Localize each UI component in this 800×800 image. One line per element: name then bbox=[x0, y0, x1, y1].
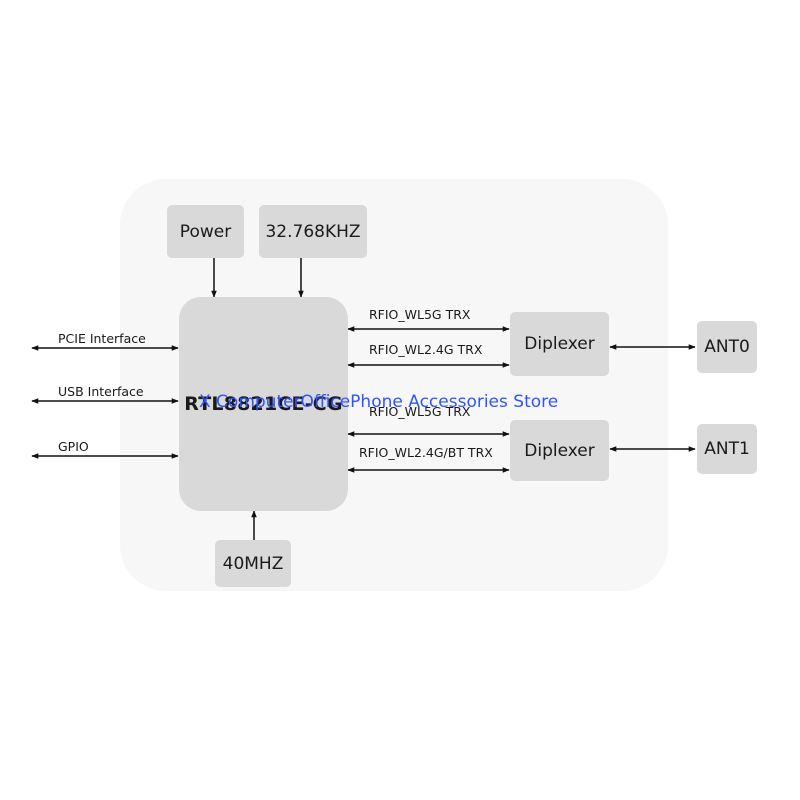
gpio-label: GPIO bbox=[58, 439, 89, 454]
diplexer-0-box: Diplexer bbox=[510, 312, 609, 376]
ant0-label: ANT0 bbox=[704, 337, 750, 357]
diplexer-1-box: Diplexer bbox=[510, 420, 609, 481]
power-label: Power bbox=[179, 221, 232, 242]
usb-label: USB Interface bbox=[58, 384, 144, 399]
chip-label: RTL8821CE-CG bbox=[184, 393, 343, 415]
rfio-0-wl24g-label: RFIO_WL2.4G TRX bbox=[369, 342, 483, 357]
clock-40m-label: 40MHZ bbox=[222, 553, 284, 574]
rfio-1-wl24g-bt-label: RFIO_WL2.4G/BT TRX bbox=[359, 445, 493, 460]
ant0-box: ANT0 bbox=[697, 321, 757, 373]
diplexer-0-label: Diplexer bbox=[524, 334, 595, 354]
store-watermark: X ComputerOfficePhone Accessories Store bbox=[199, 392, 559, 412]
chip-box: RTL8821CE-CG bbox=[179, 297, 348, 511]
clock-40m-box: 40MHZ bbox=[215, 540, 291, 587]
rfio-1-wl5g-label: RFIO_WL5G TRX bbox=[369, 404, 471, 419]
ant1-box: ANT1 bbox=[697, 424, 757, 474]
pcie-label: PCIE Interface bbox=[58, 331, 146, 346]
clock-32k-box: 32.768KHZ bbox=[259, 205, 367, 258]
rfio-0-wl5g-label: RFIO_WL5G TRX bbox=[369, 307, 471, 322]
diplexer-1-label: Diplexer bbox=[524, 440, 595, 461]
power-box: Power bbox=[167, 205, 244, 258]
ant1-label: ANT1 bbox=[704, 439, 750, 459]
clock-32k-label: 32.768KHZ bbox=[265, 221, 361, 242]
